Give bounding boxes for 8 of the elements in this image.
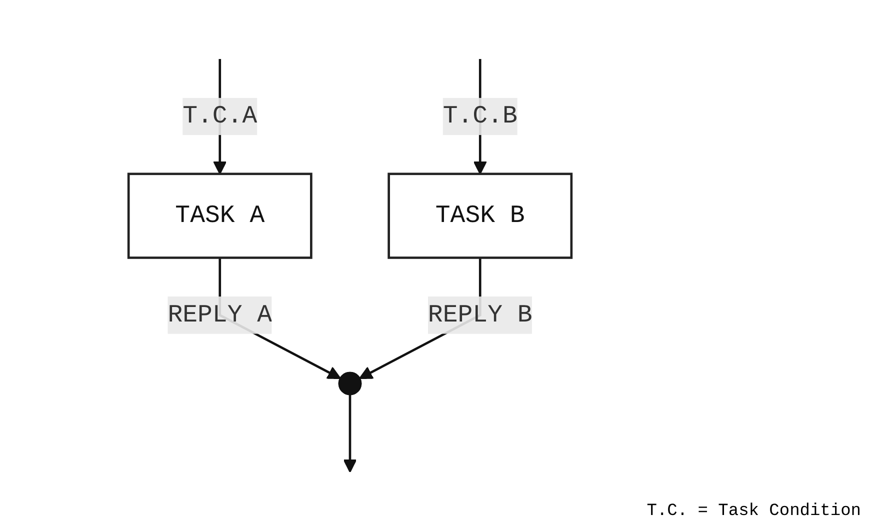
node-box: TASK A — [127, 172, 312, 259]
edge-label: T.C.B — [442, 102, 518, 130]
node-box: TASK B — [388, 172, 573, 259]
arrow — [343, 394, 357, 473]
edge-label: T.C.A — [182, 102, 258, 130]
edge-label: REPLY A — [168, 301, 272, 330]
note-text: T.C. = Task Condition — [646, 502, 861, 521]
edge-label: REPLY B — [428, 301, 532, 330]
